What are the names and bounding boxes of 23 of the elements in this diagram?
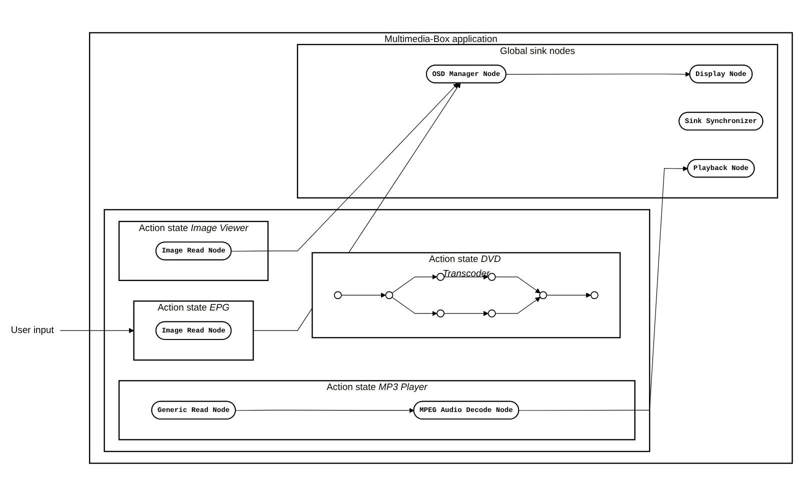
arrow bbox=[495, 297, 540, 314]
arrow bbox=[60, 328, 134, 334]
node-text: User input bbox=[10, 325, 54, 336]
arrow bbox=[444, 310, 489, 316]
arrow bbox=[392, 274, 438, 294]
node-circle bbox=[334, 291, 342, 300]
cluster bbox=[104, 209, 650, 452]
node-circle bbox=[539, 291, 548, 300]
arrow bbox=[518, 166, 688, 411]
arrow bbox=[231, 82, 458, 252]
arrow bbox=[495, 276, 540, 294]
arrow bbox=[546, 292, 592, 298]
node-circle bbox=[590, 291, 598, 300]
node-circle bbox=[436, 272, 444, 281]
node-circle bbox=[436, 309, 444, 318]
arrow bbox=[506, 72, 690, 77]
arrow bbox=[341, 292, 386, 298]
arrow bbox=[392, 296, 438, 316]
node-circle bbox=[385, 291, 394, 300]
node-circle bbox=[488, 309, 496, 318]
arrow bbox=[235, 408, 414, 414]
arrow bbox=[444, 274, 489, 280]
cluster: Action state DVD Transcoder bbox=[312, 252, 621, 338]
